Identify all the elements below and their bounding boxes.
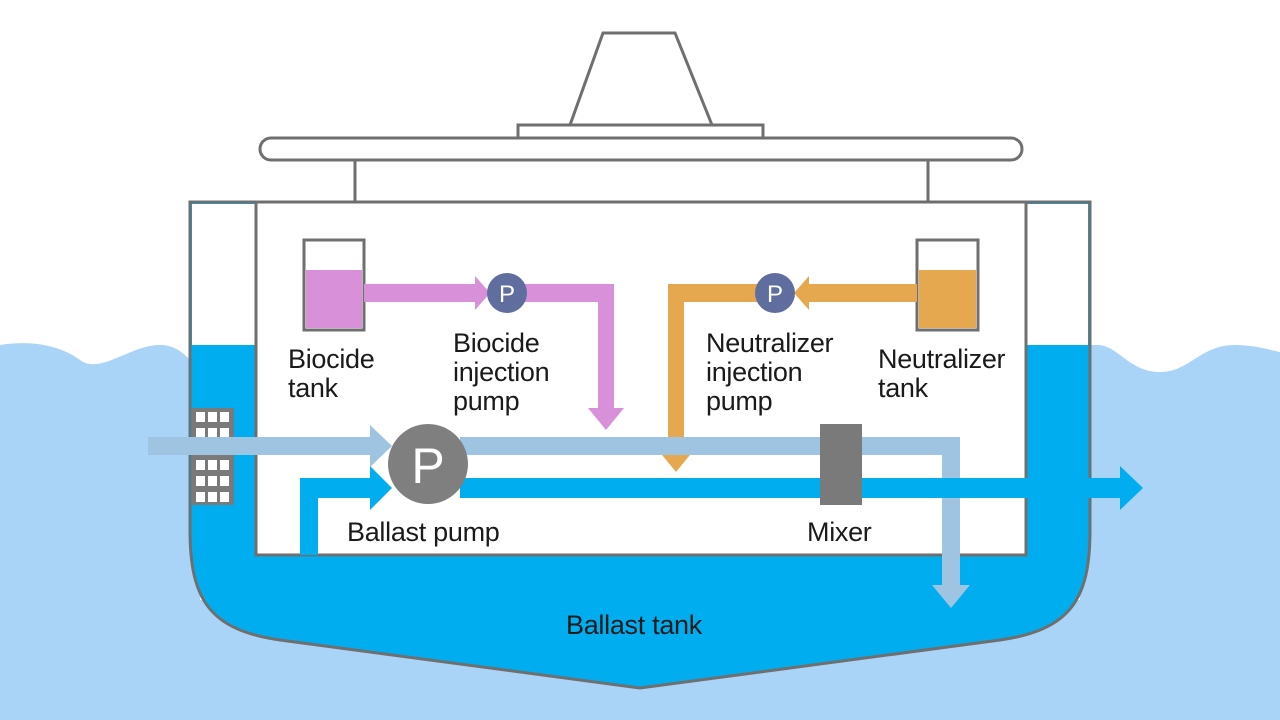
grate-hole <box>196 428 205 438</box>
grate-hole <box>208 492 217 502</box>
grate-hole <box>220 428 229 438</box>
mixer-label: Mixer <box>807 517 872 547</box>
grate-hole <box>196 476 205 486</box>
intake-pipe <box>148 425 970 608</box>
grate-hole <box>220 460 229 470</box>
grate-hole <box>220 412 229 422</box>
grate-hole <box>208 412 217 422</box>
pump-symbol: P <box>411 438 444 494</box>
grate-hole <box>220 476 229 486</box>
ballast-pump-icon <box>388 424 468 504</box>
biocide-injection-pump-icon <box>487 273 527 313</box>
grate-hole <box>196 460 205 470</box>
neutralizer-liquid <box>919 270 976 328</box>
ballast-tank-label: Ballast tank <box>566 610 702 640</box>
grate-hole <box>208 428 217 438</box>
funnel-base <box>516 123 765 140</box>
grate-hole <box>208 460 217 470</box>
ballast-pump-label: Ballast pump <box>347 517 500 547</box>
deck <box>258 136 1024 162</box>
grate-hole <box>208 476 217 486</box>
grate-hole <box>220 492 229 502</box>
mixer-icon <box>820 424 862 505</box>
intake-grate <box>192 408 234 505</box>
ballast-pipe <box>300 466 1143 555</box>
biocide-pipe <box>364 276 624 430</box>
pump-symbol: P <box>499 281 515 308</box>
funnel <box>567 31 715 127</box>
grate-hole <box>196 492 205 502</box>
neutralizer-injection-pump-icon <box>755 273 795 313</box>
biocide-liquid <box>306 270 362 328</box>
grate-hole <box>196 412 205 422</box>
pump-symbol: P <box>767 281 783 308</box>
